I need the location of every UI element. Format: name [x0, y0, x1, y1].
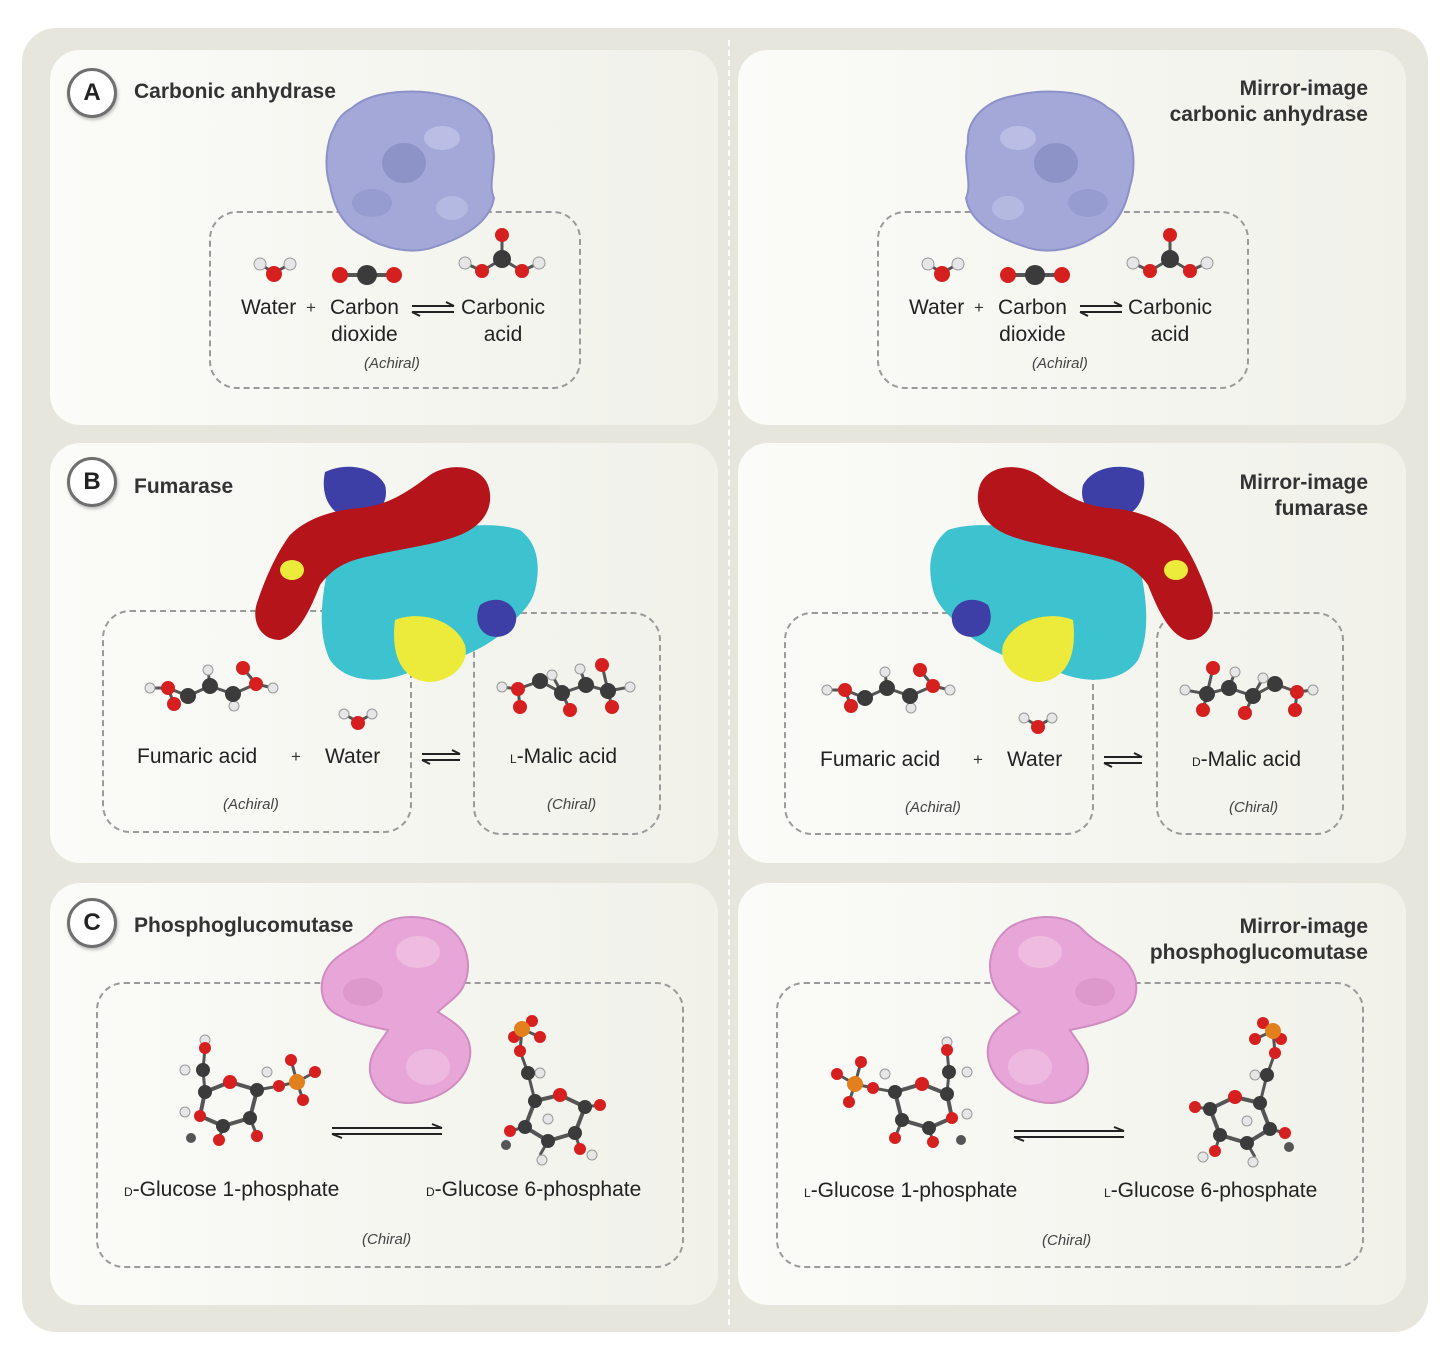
stereo-prefix: d: [426, 1180, 435, 1200]
glucose-6-phosphate-molecule: [1189, 1017, 1294, 1168]
label-g6p-c-right: l-Glucose 6-phosphate: [1104, 1177, 1317, 1205]
mirror-title-line2: phosphoglucomutase: [1149, 941, 1368, 964]
malic-acid-molecule: [1179, 661, 1319, 720]
water-molecule: [1018, 712, 1058, 734]
label-carbon-dioxide-a-right: Carbon dioxide: [998, 294, 1067, 348]
mirror-title-line1: Mirror-image: [1239, 915, 1368, 938]
water-molecule: [338, 708, 378, 730]
dioxide-line: dioxide: [999, 323, 1066, 346]
plus-sign: +: [306, 298, 316, 317]
mirror-title-line1: Mirror-image: [1239, 471, 1368, 494]
panel-b-mirror-title: Mirror-image fumarase: [1240, 470, 1368, 522]
label-fumaric-acid-b-right: Fumaric acid: [820, 748, 941, 771]
mirror-title-line1: Mirror-image: [1239, 77, 1368, 100]
plus-sign: +: [973, 750, 983, 769]
equilibrium-arrow: [1103, 752, 1143, 768]
carbon-line: Carbon: [998, 296, 1067, 319]
glucose-1-phosphate-molecule: [831, 1036, 973, 1148]
carbonic-acid-molecule: [1126, 228, 1214, 278]
malic-suffix: -Malic acid: [516, 745, 618, 768]
glucose-1-phosphate-molecule: [179, 1034, 321, 1146]
label-water-b-left: Water: [325, 745, 381, 768]
label-malic-acid-b-right: d-Malic acid: [1192, 746, 1301, 774]
carbonic-anhydrase-structure: [325, 90, 496, 252]
equilibrium-arrow: [1013, 1126, 1125, 1142]
panel-b-title: Fumarase: [134, 475, 234, 498]
carbonic-line: Carbonic: [1128, 296, 1213, 319]
label-carbon-dioxide-a-left: Carbon dioxide: [330, 294, 399, 348]
reactant-box-b-right: [784, 612, 1094, 835]
label-g1p-c-left: d-Glucose 1-phosphate: [124, 1176, 339, 1204]
panel-c-badge: C: [67, 898, 117, 948]
equilibrium-arrow: [411, 301, 455, 317]
panel-a-title: Carbonic anhydrase: [134, 80, 336, 103]
dioxide-line: dioxide: [331, 323, 398, 346]
glucose-6-phosphate-molecule: [501, 1015, 606, 1166]
panel-a-mirror-title: Mirror-image carbonic anhydrase: [1170, 76, 1368, 128]
carbon-dioxide-molecule: [1000, 265, 1070, 285]
mirror-phosphoglucomutase-structure: [986, 916, 1138, 1104]
label-water-a-left: Water: [241, 296, 297, 319]
chiral-note-c-left: (Chiral): [362, 1231, 412, 1248]
malic-suffix: -Malic acid: [1200, 748, 1302, 771]
fumarase-structure: [255, 466, 538, 682]
achiral-note-b-right: (Achiral): [905, 799, 961, 816]
achiral-note-a-left: (Achiral): [364, 355, 420, 372]
stereo-prefix: l: [804, 1181, 811, 1201]
mirror-carbonic-anhydrase-structure: [964, 90, 1135, 252]
panel-b-badge: B: [67, 457, 117, 507]
equilibrium-arrow: [421, 749, 461, 765]
g1p-suffix: -Glucose 1-phosphate: [810, 1179, 1018, 1202]
chiral-note-b-right: (Chiral): [1229, 799, 1279, 816]
mirror-title-line2: carbonic anhydrase: [1169, 103, 1368, 126]
fumaric-acid-molecule: [144, 661, 279, 712]
fumaric-acid-molecule: [821, 663, 956, 714]
carbonic-acid-molecule: [458, 228, 546, 278]
label-malic-acid-b-left: l-Malic acid: [510, 743, 617, 771]
label-g1p-c-right: l-Glucose 1-phosphate: [804, 1177, 1017, 1205]
panel-c-title: Phosphoglucomutase: [134, 914, 354, 937]
label-carbonic-acid-a-left: Carbonic acid: [461, 294, 545, 348]
label-carbonic-acid-a-right: Carbonic acid: [1128, 294, 1212, 348]
chiral-note-b-left: (Chiral): [547, 796, 597, 813]
panel-c-mirror-title: Mirror-image phosphoglucomutase: [1150, 914, 1368, 966]
stereo-prefix: l: [1104, 1181, 1111, 1201]
achiral-note-a-right: (Achiral): [1032, 355, 1088, 372]
achiral-note-b-left: (Achiral): [223, 796, 279, 813]
stereo-prefix: d: [1192, 750, 1201, 770]
acid-line: acid: [1150, 323, 1190, 346]
stereo-prefix: d: [124, 1180, 133, 1200]
product-box-b-left: [473, 612, 661, 835]
plus-sign: +: [291, 747, 301, 766]
carbon-line: Carbon: [330, 296, 399, 319]
label-fumaric-acid-b-left: Fumaric acid: [137, 745, 258, 768]
plus-sign: +: [974, 298, 984, 317]
mirror-title-line2: fumarase: [1274, 497, 1368, 520]
label-water-b-right: Water: [1007, 748, 1063, 771]
mirror-fumarase-structure: [930, 466, 1213, 682]
water-molecule: [253, 257, 297, 282]
equilibrium-arrow: [331, 1123, 443, 1139]
carbonic-line: Carbonic: [461, 296, 546, 319]
carbon-dioxide-molecule: [332, 265, 402, 285]
g6p-suffix: -Glucose 6-phosphate: [1110, 1179, 1318, 1202]
chiral-note-c-right: (Chiral): [1042, 1232, 1092, 1249]
g1p-suffix: -Glucose 1-phosphate: [132, 1178, 340, 1201]
water-molecule: [921, 257, 965, 282]
g6p-suffix: -Glucose 6-phosphate: [434, 1178, 642, 1201]
phosphoglucomutase-structure: [320, 916, 472, 1104]
stereo-prefix: l: [510, 747, 517, 767]
product-box-b-right: [1156, 612, 1344, 835]
equilibrium-arrow: [1079, 301, 1123, 317]
acid-line: acid: [483, 323, 523, 346]
mirror-divider: [728, 40, 730, 1325]
label-water-a-right: Water: [909, 296, 965, 319]
label-g6p-c-left: d-Glucose 6-phosphate: [426, 1176, 641, 1204]
panel-a-badge: A: [67, 68, 117, 118]
malic-acid-molecule: [496, 658, 636, 717]
